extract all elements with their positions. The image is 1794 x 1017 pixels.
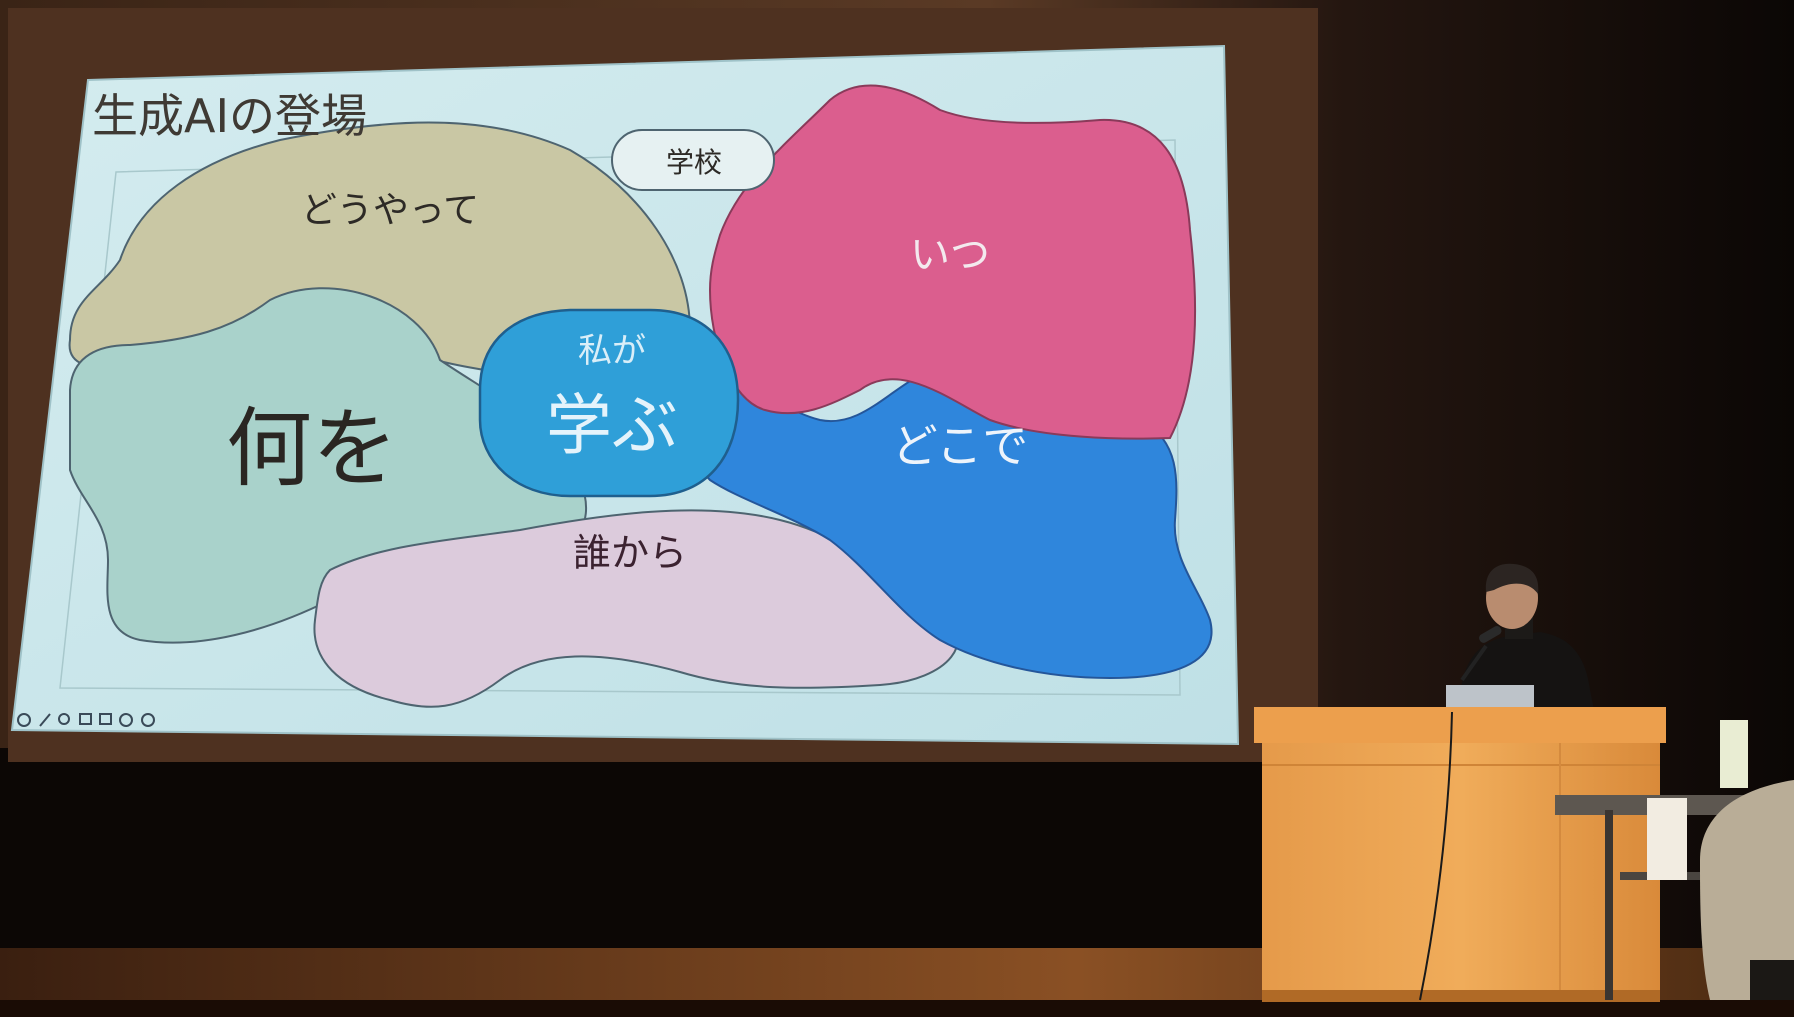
screen-icon (99, 713, 112, 725)
school-pill (611, 129, 775, 191)
how-label: どうやって (301, 190, 479, 231)
pen-icon (39, 713, 51, 727)
where-label: どこで (892, 419, 1029, 473)
next-slide-icon (141, 713, 155, 727)
slide-controls (17, 713, 155, 727)
podium (1254, 707, 1666, 1002)
center-small-label: 私が (578, 331, 646, 371)
prev-slide-icon (17, 713, 31, 727)
from-whom-label: 誰から (573, 531, 687, 575)
school-label: 学校 (666, 146, 722, 179)
podium-top (1254, 707, 1666, 743)
panel-table (1555, 720, 1794, 1000)
center-large-label: 学ぶ (546, 387, 678, 464)
seated-panelist (1700, 780, 1794, 1000)
microphone-icon (1479, 625, 1502, 643)
when-label: いつ (910, 232, 990, 278)
paper-cup-icon (1720, 720, 1748, 788)
stage-back (0, 748, 1300, 958)
slide-title: 生成AIの登場 (92, 89, 367, 143)
presenter (1446, 563, 1595, 715)
laptop-icon (1446, 685, 1534, 711)
stage-edge (0, 1000, 1794, 1017)
name-card (1647, 798, 1687, 880)
more-icon (119, 713, 133, 727)
presentation-slide: 生成AIの登場 どうやって 学校 いつ 何を 私が 学ぶ どこで 誰から (10, 44, 1240, 746)
when-region-blob (708, 84, 1197, 440)
center-blob (478, 308, 740, 498)
podium-front (1262, 743, 1660, 998)
what-label: 何を (226, 399, 398, 499)
zoom-icon (58, 713, 70, 725)
from-whom-region-blob (313, 509, 959, 708)
grid-icon (79, 713, 92, 725)
presenter-hair (1485, 563, 1539, 594)
microphone-stand (1460, 644, 1488, 682)
